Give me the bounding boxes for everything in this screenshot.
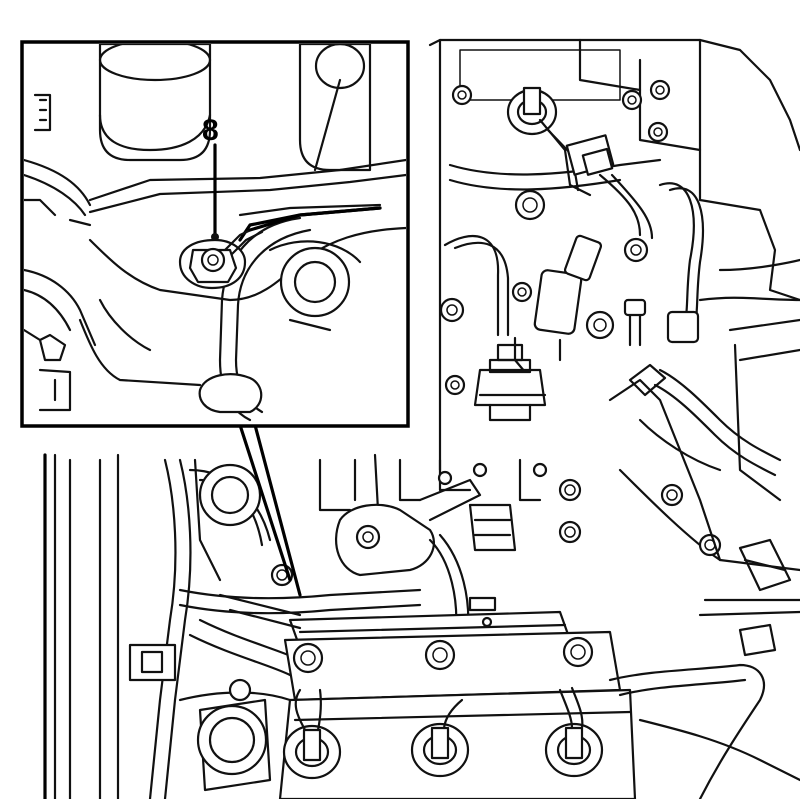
upper-ignition-coil xyxy=(506,86,592,197)
callout-8-dot xyxy=(211,233,219,241)
upper-bolts xyxy=(439,79,671,396)
ignition-coil-3 xyxy=(544,686,604,778)
sensor-8 xyxy=(178,206,382,290)
leader-line-2 xyxy=(238,423,292,582)
ignition-coil-1 xyxy=(282,688,342,780)
main-engine-view xyxy=(43,38,800,799)
ignition-coil-2 xyxy=(410,698,470,778)
bottom-right-harness xyxy=(608,598,800,799)
fuel-pressure-sensor xyxy=(473,343,547,422)
bottom-canister xyxy=(196,678,272,792)
leader-line xyxy=(253,423,302,597)
inset-detail: 8 xyxy=(20,40,410,428)
upper-wiring-harness xyxy=(443,134,704,374)
left-frame xyxy=(43,453,222,799)
right-side-hoses xyxy=(558,258,800,592)
left-harness xyxy=(178,463,422,702)
central-components xyxy=(318,453,548,702)
callout-8-label: 8 xyxy=(202,114,219,147)
